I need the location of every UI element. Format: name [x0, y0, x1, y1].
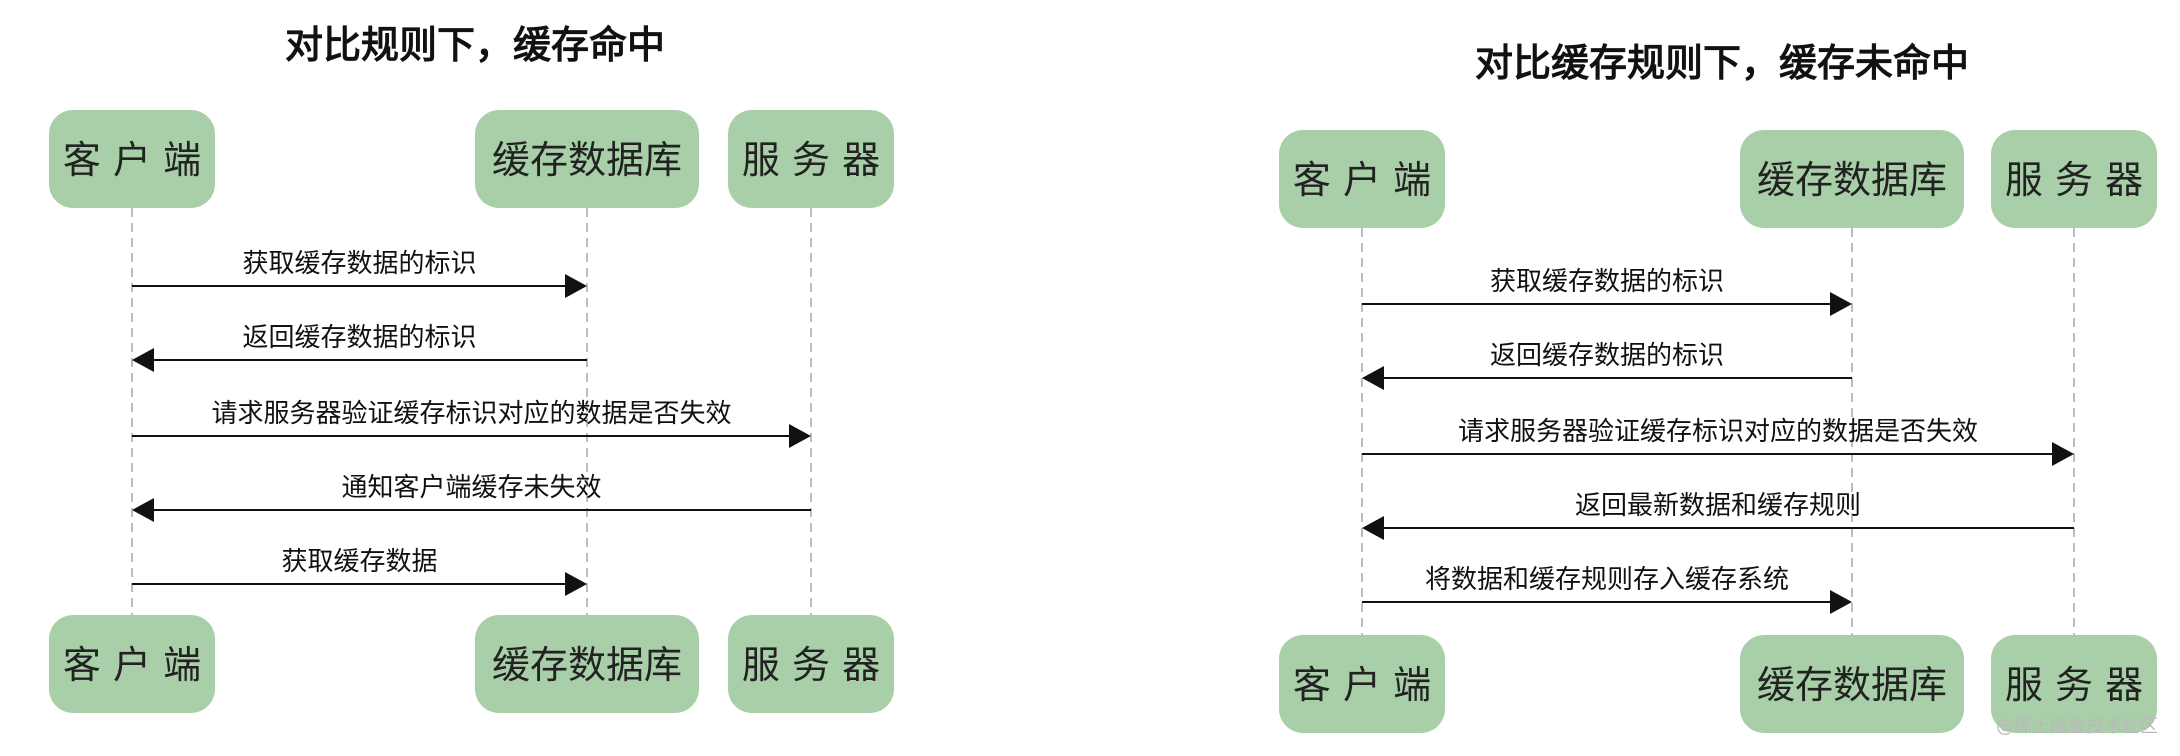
participant-box-client-top [49, 110, 215, 208]
participant-box-server-top [1991, 130, 2157, 228]
watermark: @稀土掘金技术社区 [1996, 716, 2158, 737]
participant-label-server-bottom: 服 务 器 [2005, 663, 2143, 707]
message-label: 请求服务器验证缓存标识对应的数据是否失效 [211, 399, 731, 429]
participant-label-client-top: 客 户 端 [1293, 158, 1431, 202]
message-label: 将数据和缓存规则存入缓存系统 [1425, 565, 1789, 595]
message-arrow-head [132, 348, 154, 372]
participant-label-client-bottom: 客 户 端 [1293, 663, 1431, 707]
participant-box-server-bottom [728, 615, 894, 713]
message-label: 通知客户端缓存未失效 [341, 473, 601, 503]
participant-label-cache-bottom: 缓存数据库 [1757, 663, 1947, 707]
participant-box-client-bottom [1279, 635, 1445, 733]
participant-box-client-bottom [49, 615, 215, 713]
message-label: 返回最新数据和缓存规则 [1575, 491, 1861, 521]
message-arrow-head [789, 424, 811, 448]
participant-box-cache-top [475, 110, 699, 208]
message-label: 返回缓存数据的标识 [1490, 341, 1724, 371]
message-label: 获取缓存数据的标识 [242, 249, 476, 279]
message-label: 返回缓存数据的标识 [242, 323, 476, 353]
message-arrow-head [565, 572, 587, 596]
participant-label-server-top: 服 务 器 [2005, 158, 2143, 202]
message-arrow-head [2052, 442, 2074, 466]
participant-label-client-bottom: 客 户 端 [63, 643, 201, 687]
message-arrow-head [1362, 366, 1384, 390]
message-arrow-head [1830, 292, 1852, 316]
participant-box-client-top [1279, 130, 1445, 228]
participant-label-server-bottom: 服 务 器 [742, 643, 880, 687]
message-arrow-head [1830, 590, 1852, 614]
diagram-title: 对比缓存规则下，缓存未命中 [1475, 41, 1969, 85]
message-arrow-head [132, 498, 154, 522]
message-label: 获取缓存数据 [281, 547, 437, 577]
participant-box-cache-bottom [1740, 635, 1964, 733]
participant-label-cache-top: 缓存数据库 [492, 138, 682, 182]
participant-label-cache-bottom: 缓存数据库 [492, 643, 682, 687]
participant-box-cache-top [1740, 130, 1964, 228]
message-arrow-head [1362, 516, 1384, 540]
participant-label-server-top: 服 务 器 [742, 138, 880, 182]
diagram-title: 对比规则下，缓存命中 [285, 23, 665, 67]
message-arrow-head [565, 274, 587, 298]
participant-box-server-bottom [1991, 635, 2157, 733]
participant-label-cache-top: 缓存数据库 [1757, 158, 1947, 202]
participant-box-server-top [728, 110, 894, 208]
participant-box-cache-bottom [475, 615, 699, 713]
message-label: 请求服务器验证缓存标识对应的数据是否失效 [1458, 417, 1978, 447]
participant-label-client-top: 客 户 端 [63, 138, 201, 182]
message-label: 获取缓存数据的标识 [1490, 267, 1724, 297]
